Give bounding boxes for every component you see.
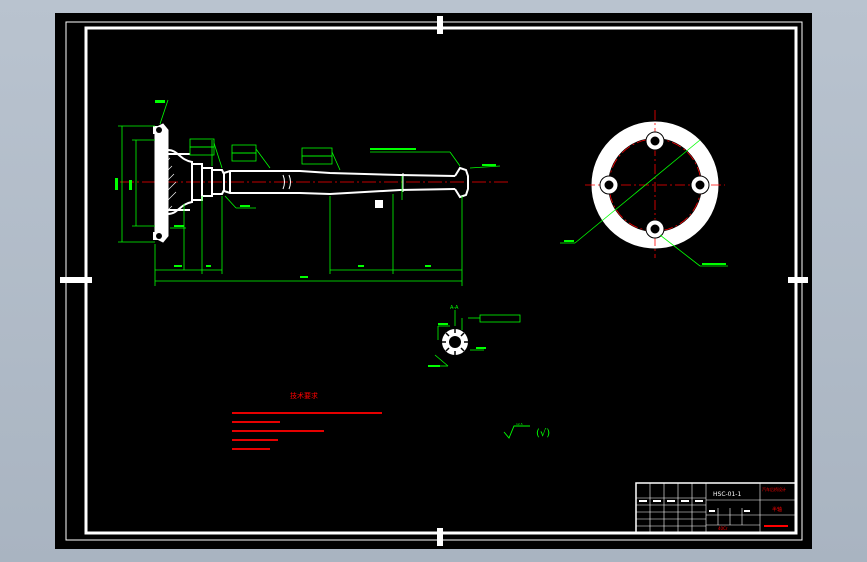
- surface-roughness-other: (√): [536, 428, 550, 439]
- end-view-dimensions: [560, 139, 728, 267]
- shaft-spline-end: [454, 166, 469, 199]
- flange-end-view: [560, 110, 728, 267]
- title-block-drawing-number: HSC-01-1: [713, 491, 741, 498]
- flange-bolts: [153, 126, 165, 240]
- section-view: A-A: [428, 305, 521, 367]
- section-label: A-A: [450, 305, 459, 311]
- section-dimensions: [434, 310, 521, 367]
- surface-roughness-value: 12.5: [516, 422, 523, 426]
- title-block-material: 40Cr: [718, 526, 728, 531]
- bolt-holes: [599, 131, 710, 239]
- title-block-header-note: 汽车后桥设计: [762, 486, 786, 492]
- shaft-hub: [191, 163, 225, 201]
- title-block: HSC-01-1 汽车后桥设计 半轴 40Cr: [635, 482, 797, 534]
- shaft-main-view: [115, 99, 510, 286]
- shaft-body: [223, 170, 456, 196]
- section-spline-inner: [449, 336, 461, 348]
- centering-marks: [60, 16, 808, 546]
- technical-notes: 技术要求: [232, 391, 382, 450]
- shaft-dimensions: [118, 99, 501, 286]
- flange-hatching: [157, 139, 177, 221]
- notes-lines: [232, 412, 382, 450]
- shaft-dimension-marks: [115, 100, 496, 278]
- surface-roughness-symbol: 12.5 (√): [503, 422, 550, 439]
- notes-heading: 技术要求: [290, 391, 318, 400]
- title-block-part-name: 半轴: [772, 506, 782, 513]
